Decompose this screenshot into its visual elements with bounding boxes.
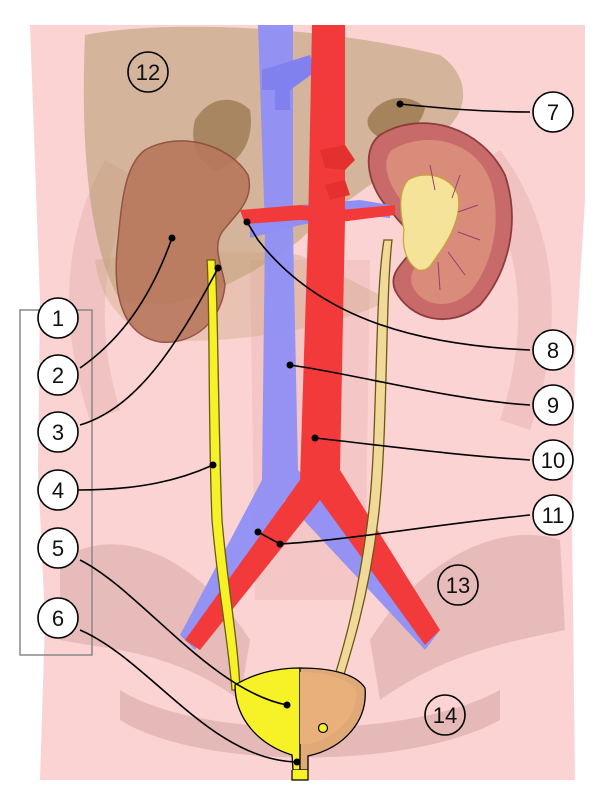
leader-2 bbox=[79, 237, 173, 369]
pelvis-shadow-right bbox=[370, 534, 565, 700]
ureters bbox=[206, 239, 393, 721]
label-11: 11 bbox=[532, 494, 574, 536]
label-5: 5 bbox=[37, 527, 79, 569]
label-12: 12 bbox=[127, 51, 169, 93]
leader-10 bbox=[314, 437, 531, 461]
label-9: 9 bbox=[532, 384, 574, 426]
bladder bbox=[234, 667, 366, 781]
aorta bbox=[185, 25, 440, 650]
label-14: 14 bbox=[424, 694, 466, 736]
leader-lines bbox=[77, 103, 531, 763]
svg-text:12: 12 bbox=[136, 60, 160, 85]
label-13: 13 bbox=[437, 564, 479, 606]
label-4: 4 bbox=[37, 469, 79, 511]
leader-3 bbox=[79, 267, 219, 426]
leader-9 bbox=[289, 364, 531, 406]
leader-6 bbox=[79, 629, 298, 763]
svg-text:1: 1 bbox=[52, 306, 64, 331]
leader-dots bbox=[168, 100, 404, 766]
svg-text:2: 2 bbox=[52, 363, 64, 388]
svg-text:9: 9 bbox=[547, 393, 559, 418]
leader-5 bbox=[79, 559, 288, 706]
label-1-bracket bbox=[19, 309, 93, 656]
pelvic-floor-shadow bbox=[120, 690, 500, 758]
label-3: 3 bbox=[37, 411, 79, 453]
leader-11 bbox=[257, 514, 531, 545]
label-10: 10 bbox=[532, 439, 574, 481]
label-6: 6 bbox=[37, 597, 79, 639]
rib-shadow-left bbox=[69, 160, 140, 420]
svg-text:8: 8 bbox=[547, 338, 559, 363]
svg-text:7: 7 bbox=[547, 100, 559, 125]
svg-text:4: 4 bbox=[52, 478, 64, 503]
svg-text:10: 10 bbox=[541, 448, 565, 473]
rib-shadow-right bbox=[470, 150, 552, 430]
leader-4 bbox=[77, 464, 214, 491]
svg-text:5: 5 bbox=[52, 536, 64, 561]
kidney-right bbox=[367, 122, 513, 321]
label-8: 8 bbox=[532, 329, 574, 371]
leader-8 bbox=[246, 221, 531, 351]
label-2: 2 bbox=[37, 354, 79, 396]
svg-text:13: 13 bbox=[446, 573, 470, 598]
svg-text:11: 11 bbox=[542, 503, 565, 528]
svg-text:3: 3 bbox=[52, 420, 64, 445]
svg-text:6: 6 bbox=[52, 606, 64, 631]
label-7: 7 bbox=[532, 91, 574, 133]
pelvis-shadow bbox=[60, 544, 250, 700]
svg-text:14: 14 bbox=[433, 703, 457, 728]
label-1: 1 bbox=[37, 297, 79, 339]
ureter-left bbox=[206, 259, 241, 691]
leader-7 bbox=[399, 103, 531, 113]
